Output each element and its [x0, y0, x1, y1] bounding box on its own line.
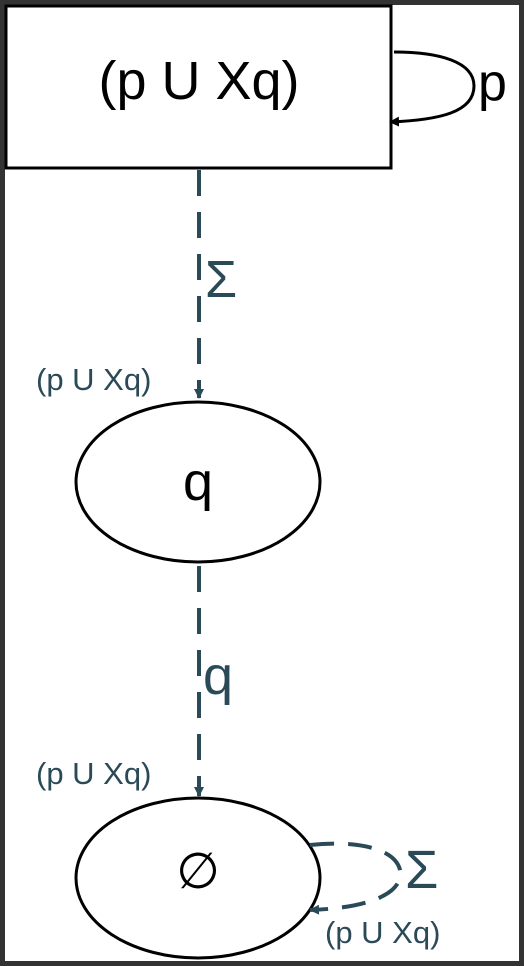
- start-node: (p U Xq): [4, 4, 393, 170]
- q-to-empty-label: q: [203, 646, 233, 706]
- start-node-box: [4, 4, 393, 170]
- q-node-label: q: [183, 452, 213, 512]
- q-node-ellipse: [74, 400, 322, 564]
- empty-self-loop-tail-label: (p U Xq): [325, 915, 440, 950]
- start-to-q-tail-label: (p U Xq): [36, 362, 151, 397]
- empty-self-loop-label: Σ: [405, 840, 438, 900]
- empty-node-ellipse: [74, 796, 322, 960]
- empty-self-loop-path: [309, 841, 403, 915]
- start-to-q-edge: Σ (p U Xq): [36, 170, 237, 399]
- start-self-loop-edge: p: [389, 50, 507, 127]
- q-node: q: [74, 400, 322, 564]
- q-to-empty-tail-label: (p U Xq): [36, 756, 151, 791]
- start-node-label: (p U Xq): [98, 51, 299, 111]
- start-self-loop-path: [389, 50, 476, 127]
- start-to-q-label: Σ: [205, 251, 237, 309]
- q-to-empty-edge: q (p U Xq): [36, 566, 233, 797]
- empty-self-loop-edge: Σ (p U Xq): [309, 840, 440, 950]
- start-self-loop-label: p: [478, 54, 507, 112]
- empty-node: ∅: [74, 796, 322, 960]
- empty-node-label: ∅: [176, 843, 220, 899]
